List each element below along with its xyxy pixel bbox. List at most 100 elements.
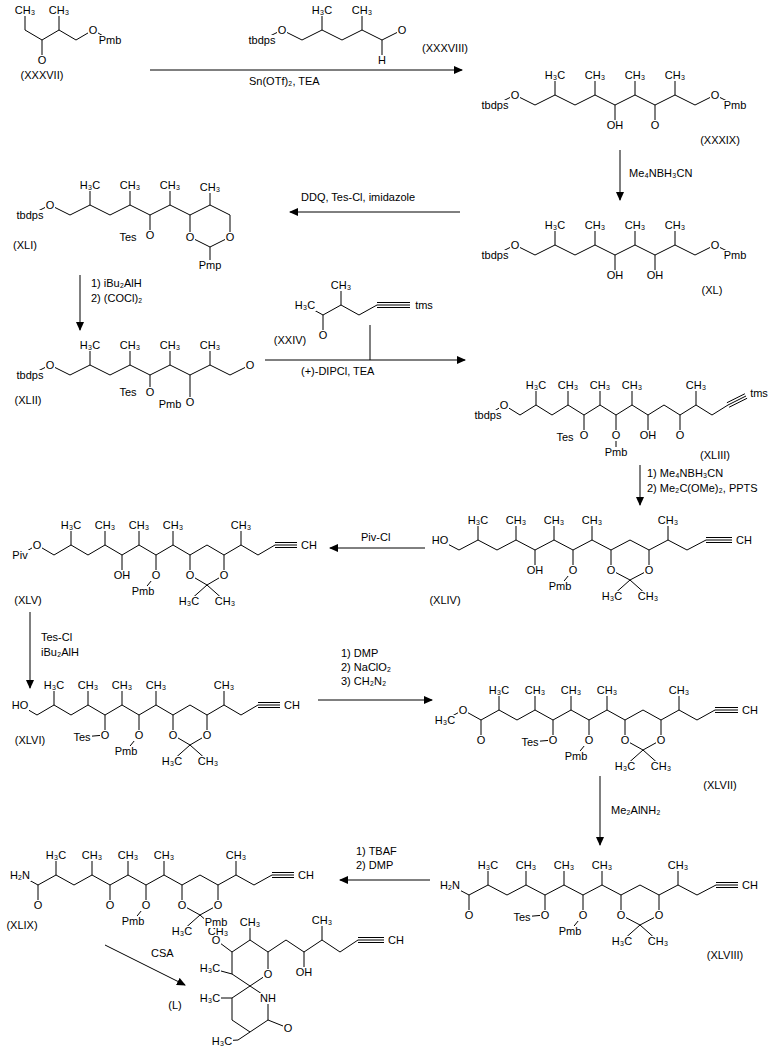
chem-text: O [654,910,665,921]
chem-text: tbdps [16,210,45,221]
chem-text: H [377,55,387,66]
chem-text: OH [295,967,314,978]
chem-text: CH₃ [557,380,579,391]
triple-bond [272,872,294,873]
chem-text: O [499,400,510,411]
carbon-chain [30,365,250,375]
chem-text: CH₃ [650,761,672,772]
chem-text: O [213,900,224,911]
triple-bond [358,937,384,938]
chem-text: O [88,25,99,36]
chem-text: O [225,232,236,243]
chem-text: H₃C [434,715,456,726]
triple-bond [258,707,280,708]
chem-text: CH₃ [584,70,606,81]
chem-text: Piv-Cl [360,532,391,543]
triple-bond [706,540,732,541]
chem-text: (XXXVIII) [421,43,469,54]
chem-text: O [219,570,230,581]
chem-text: 2) (COCl)₂ [90,293,143,304]
chem-text: Tes [520,737,539,748]
chem-text: Me₄NBH₃CN [628,168,693,179]
carbon-chain [20,705,258,715]
chem-text: O [476,735,487,746]
chem-text: (XLV) [13,595,42,606]
chem-text: (XLVI) [14,735,46,746]
chem-text: O [134,730,145,741]
chem-text: Pmb [158,399,183,410]
chem-text: CH₃ [197,756,219,767]
chem-text: CH₃ [162,520,184,531]
chem-text: H₂N [439,880,461,891]
chem-text: (XLIV) [428,595,461,606]
chem-text: tms [414,300,434,311]
chem-text: O [584,735,595,746]
chem-text: OH [646,270,665,281]
chem-text: Pmb [723,100,748,111]
chem-text: Tes [512,912,531,923]
chem-text: H₂N [9,870,31,881]
chem-text: CH [297,870,315,881]
chem-text: O [37,55,48,66]
chem-text: CH₃ [505,515,527,526]
chem-text: O [45,360,56,371]
chem-text: CH₃ [239,917,261,928]
chem-text: O [145,230,156,241]
chem-text: 1) DMP [340,648,379,659]
chem-text: Pmp [198,260,223,271]
chem-text: CH₃ [81,850,103,861]
reaction-arrow [30,612,31,688]
chem-text: Tes [555,432,574,443]
triple-bond [377,302,410,303]
chem-text: CH₃ [543,515,565,526]
chem-text: O [145,387,156,398]
chem-text: 2) NaClO₂ [340,662,392,673]
carbon-chain [440,540,706,550]
triple-bond [716,885,738,886]
chem-text: HO [11,700,30,711]
chem-text: O [650,120,661,131]
chem-text: O [548,735,559,746]
chem-text: CH₃ [664,70,686,81]
reaction-arrow [150,70,462,71]
chem-text: CH₃ [311,915,333,926]
reaction-arrow [318,700,432,701]
chem-text: Tes [72,732,91,743]
chem-text: O [245,360,256,371]
chem-text: O [185,232,196,243]
chem-text: O [168,730,179,741]
chem-text: O [710,240,721,251]
chem-text: H₃C [45,850,67,861]
chem-text: CH₃ [524,685,546,696]
chem-text: O [464,910,475,921]
chem-text: 2) Me₂C(OMe)₂, PPTS [646,483,759,494]
reaction-arrow [265,360,465,361]
reaction-arrow [600,776,601,845]
chem-text: O [100,730,111,741]
chem-text: tbdps [481,100,510,111]
chem-text: OH [606,120,625,131]
chem-text: CH₃ [621,380,643,391]
chem-text: CH₃ [685,380,707,391]
chem-text: Pmb [723,250,748,261]
chem-text: tbdps [248,35,277,46]
chem-text: Pmb [548,581,573,592]
reaction-arrow [620,150,621,200]
chem-text: CH₃ [199,182,221,193]
carbon-chain [495,245,735,255]
triple-bond [272,875,294,876]
reaction-arrow [290,212,460,213]
chem-text: O [45,200,56,211]
chem-text: CH₃ [145,680,167,691]
triple-bond [358,942,384,943]
triple-bond [729,398,747,407]
chem-text: CH₃ [553,860,575,871]
chem-text: CH₃ [584,220,606,231]
chem-text: H₃C [199,963,221,974]
chem-text: O [540,910,551,921]
chem-text: O [263,969,274,980]
chem-text: O [568,565,579,576]
reaction-arrow [105,945,185,985]
chem-text: (XLVII) [702,780,737,791]
chem-text: Pmb [98,35,123,46]
